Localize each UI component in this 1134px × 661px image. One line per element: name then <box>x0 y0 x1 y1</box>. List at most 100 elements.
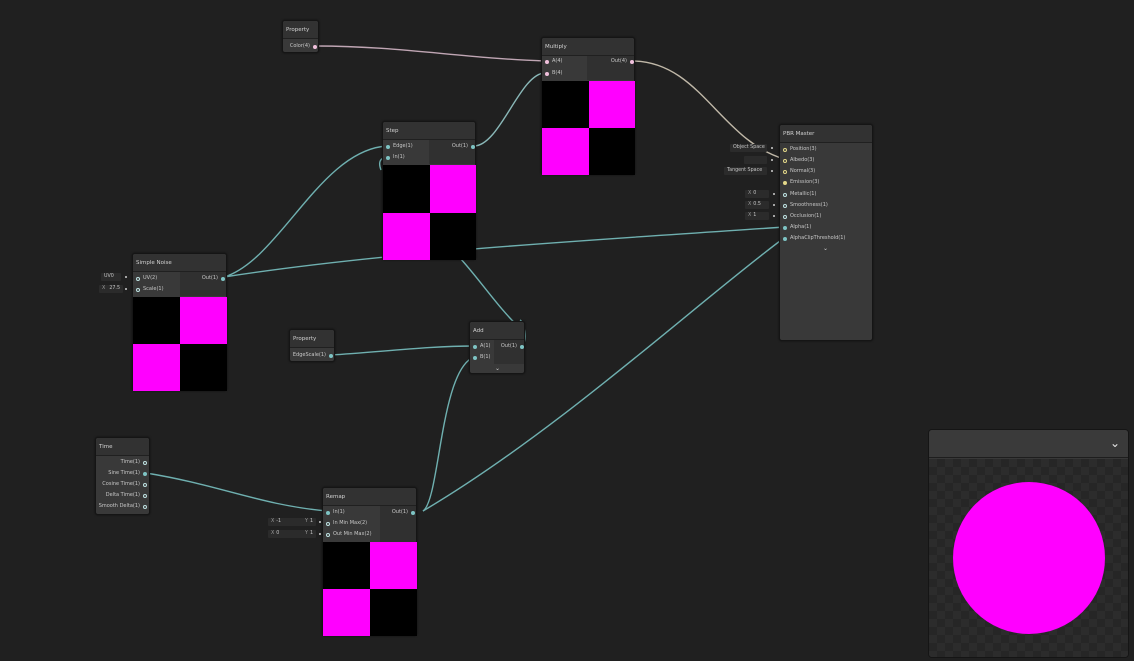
time-node[interactable]: Time Time(1) Sine Time(1) Cosine Time(1)… <box>95 437 150 515</box>
time-output-time[interactable]: Time(1) <box>98 457 147 468</box>
add-input-b[interactable]: B(1) <box>473 352 491 363</box>
port-dot[interactable] <box>386 155 390 160</box>
step-input-in[interactable]: In(1) <box>386 152 405 163</box>
port-dot[interactable] <box>473 355 477 360</box>
normal-space-field[interactable]: Tangent Space <box>724 167 767 175</box>
multiply-output[interactable]: Out(4) <box>588 56 634 67</box>
port-dot[interactable] <box>411 510 415 515</box>
multiply-node[interactable]: Multiply A(4) B(4) Out(4) <box>541 37 635 175</box>
main-preview-window[interactable]: ⌄ <box>928 429 1129 658</box>
port-dot[interactable] <box>520 344 524 349</box>
port-label: Out(1) <box>451 143 468 149</box>
add-output[interactable]: Out(1) <box>495 341 524 352</box>
noise-input-scale[interactable]: Scale(1) <box>136 284 164 295</box>
albedo-color-field[interactable] <box>744 156 767 164</box>
port-dot[interactable] <box>386 144 390 149</box>
port-dot[interactable] <box>783 158 787 163</box>
time-output-delta[interactable]: Delta Time(1) <box>98 490 147 501</box>
port-dot[interactable] <box>783 203 787 208</box>
port-label: Metallic(1) <box>790 191 817 197</box>
simple-noise-node[interactable]: Simple Noise UV(2) Scale(1) Out(1) <box>132 253 227 391</box>
wire-remap-to-add-b <box>422 356 475 512</box>
chevron-down-icon[interactable]: ⌄ <box>823 245 829 252</box>
property-edgescale-node[interactable]: Property EdgeScale(1) <box>289 329 335 362</box>
wire-noise-to-step-edge <box>223 145 388 278</box>
port-dot[interactable] <box>143 493 147 498</box>
remap-input-in-minmax[interactable]: In Min Max(2) <box>326 518 367 529</box>
master-input-emission[interactable]: Emission(3) <box>783 177 819 188</box>
preview-cell <box>370 542 417 589</box>
port-dot[interactable] <box>136 287 140 292</box>
remap-input-in[interactable]: In(1) <box>326 507 345 518</box>
master-input-occlusion[interactable]: Occlusion(1) <box>783 211 821 222</box>
chevron-down-icon[interactable]: ⌄ <box>1109 436 1120 450</box>
add-input-a[interactable]: A(1) <box>473 341 491 352</box>
node-title: Add <box>470 322 524 340</box>
port-dot[interactable] <box>783 169 787 174</box>
preview-header[interactable]: ⌄ <box>929 430 1128 458</box>
step-input-edge[interactable]: Edge(1) <box>386 141 413 152</box>
field-connector <box>319 533 321 535</box>
port-dot[interactable] <box>136 276 140 281</box>
master-input-normal[interactable]: Normal(3) <box>783 166 815 177</box>
master-input-albedo[interactable]: Albedo(3) <box>783 155 814 166</box>
edgescale-output-port[interactable]: EdgeScale(1) <box>292 350 333 361</box>
port-dot[interactable] <box>143 460 147 465</box>
master-input-metallic[interactable]: Metallic(1) <box>783 189 816 200</box>
port-dot[interactable] <box>143 471 147 476</box>
port-dot[interactable] <box>783 192 787 197</box>
preview-canvas[interactable] <box>929 459 1128 657</box>
noise-uv-field[interactable]: UV0 <box>101 273 121 281</box>
master-input-alpha-clip[interactable]: AlphaClipThreshold(1) <box>783 233 845 244</box>
wire-noise-to-alpha <box>223 226 785 278</box>
chevron-down-icon[interactable]: ⌄ <box>495 365 501 372</box>
port-dot[interactable] <box>473 344 477 349</box>
port-dot[interactable] <box>221 276 225 281</box>
master-input-smoothness[interactable]: Smoothness(1) <box>783 200 828 211</box>
port-dot[interactable] <box>326 532 330 537</box>
pbr-master-node[interactable]: PBR Master Position(3) Albedo(3) Normal(… <box>779 124 873 341</box>
noise-input-uv[interactable]: UV(2) <box>136 273 157 284</box>
port-dot[interactable] <box>783 147 787 152</box>
port-dot[interactable] <box>471 144 475 149</box>
port-dot[interactable] <box>143 504 147 509</box>
port-dot[interactable] <box>783 236 787 241</box>
port-dot[interactable] <box>143 482 147 487</box>
remap-node[interactable]: Remap In(1) In Min Max(2) Out Min Max(2)… <box>322 487 417 636</box>
port-dot[interactable] <box>329 353 333 358</box>
port-dot[interactable] <box>783 214 787 219</box>
property-color-node[interactable]: Property Color(4) <box>282 20 319 53</box>
multiply-input-a[interactable]: A(4) <box>545 56 563 67</box>
color-output-port[interactable]: Color(4) <box>285 41 317 52</box>
port-dot[interactable] <box>326 510 330 515</box>
port-dot[interactable] <box>783 225 787 230</box>
preview-cell <box>542 81 589 128</box>
port-dot[interactable] <box>545 71 549 76</box>
multiply-input-b[interactable]: B(4) <box>545 68 563 79</box>
noise-output[interactable]: Out(1) <box>180 273 225 284</box>
port-dot[interactable] <box>783 180 787 185</box>
field-value: 0 <box>753 191 757 196</box>
remap-output[interactable]: Out(1) <box>381 507 415 518</box>
time-output-smooth-delta[interactable]: Smooth Delta(1) <box>98 501 147 512</box>
port-dot[interactable] <box>630 59 634 64</box>
master-input-alpha[interactable]: Alpha(1) <box>783 222 811 233</box>
add-node[interactable]: Add A(1) B(1) Out(1) ⌄ <box>469 321 525 374</box>
step-output[interactable]: Out(1) <box>430 141 475 152</box>
field-connector <box>773 204 775 206</box>
port-dot[interactable] <box>326 521 330 526</box>
time-output-cosine[interactable]: Cosine Time(1) <box>98 479 147 490</box>
master-input-position[interactable]: Position(3) <box>783 144 817 155</box>
position-space-field[interactable]: Object Space <box>730 144 767 152</box>
step-node[interactable]: Step Edge(1) In(1) Out(1) <box>382 121 476 260</box>
port-dot[interactable] <box>545 59 549 64</box>
port-dot[interactable] <box>313 44 317 49</box>
remap-input-out-minmax[interactable]: Out Min Max(2) <box>326 529 372 540</box>
time-output-sine[interactable]: Sine Time(1) <box>98 468 147 479</box>
